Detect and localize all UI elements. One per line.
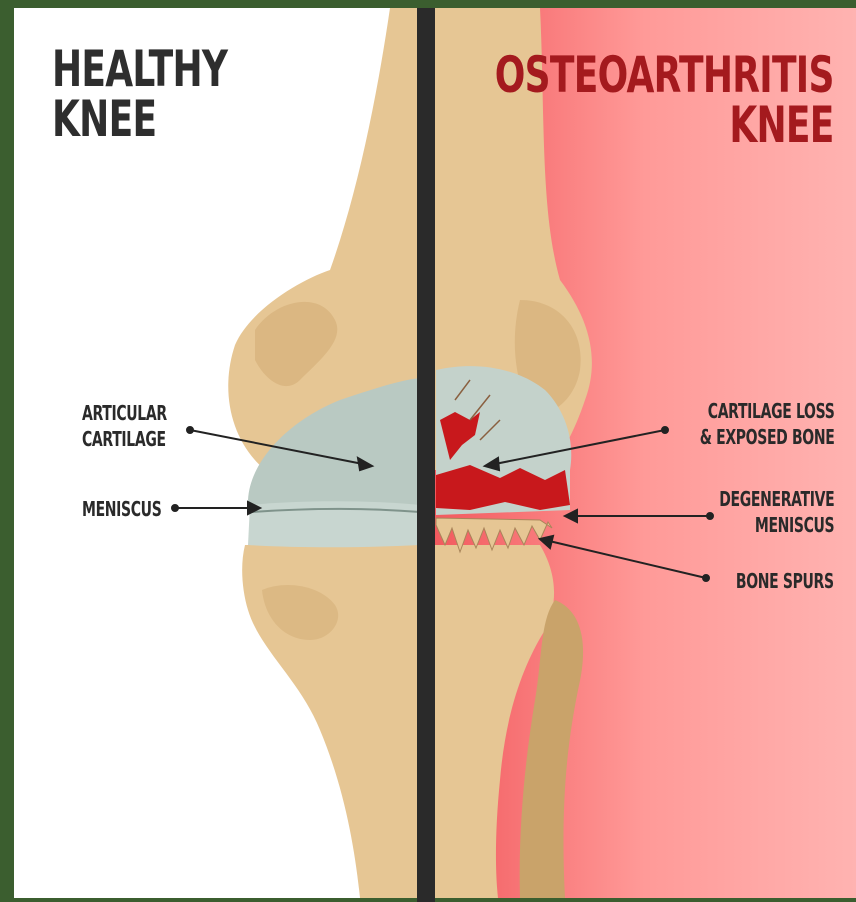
oa-knee-title: OSTEOARTHRITIS KNEE (495, 50, 834, 150)
oa-title-line2: KNEE (495, 100, 834, 150)
oa-title-line1: OSTEOARTHRITIS (495, 50, 834, 100)
label-degenerative-meniscus: DEGENERATIVE MENISCUS (719, 486, 834, 538)
label-meniscus: MENISCUS (82, 496, 161, 522)
label-degenerative-line1: DEGENERATIVE (719, 486, 834, 512)
label-cartilage-loss-line1: CARTILAGE LOSS (699, 398, 834, 424)
label-articular-line2: CARTILAGE (82, 426, 167, 452)
label-bone-spurs-line1: BONE SPURS (736, 568, 834, 594)
label-cartilage-loss-line2: & EXPOSED BONE (699, 424, 834, 450)
label-meniscus-line1: MENISCUS (82, 496, 161, 522)
label-cartilage-loss: CARTILAGE LOSS & EXPOSED BONE (699, 398, 834, 450)
label-bone-spurs: BONE SPURS (736, 568, 834, 594)
center-divider (417, 8, 435, 902)
healthy-title-line1: HEALTHY (52, 44, 227, 94)
label-articular-cartilage: ARTICULAR CARTILAGE (82, 400, 167, 452)
healthy-title-line2: KNEE (52, 94, 227, 144)
label-degenerative-line2: MENISCUS (719, 512, 834, 538)
healthy-knee-title: HEALTHY KNEE (52, 44, 227, 144)
label-articular-line1: ARTICULAR (82, 400, 167, 426)
